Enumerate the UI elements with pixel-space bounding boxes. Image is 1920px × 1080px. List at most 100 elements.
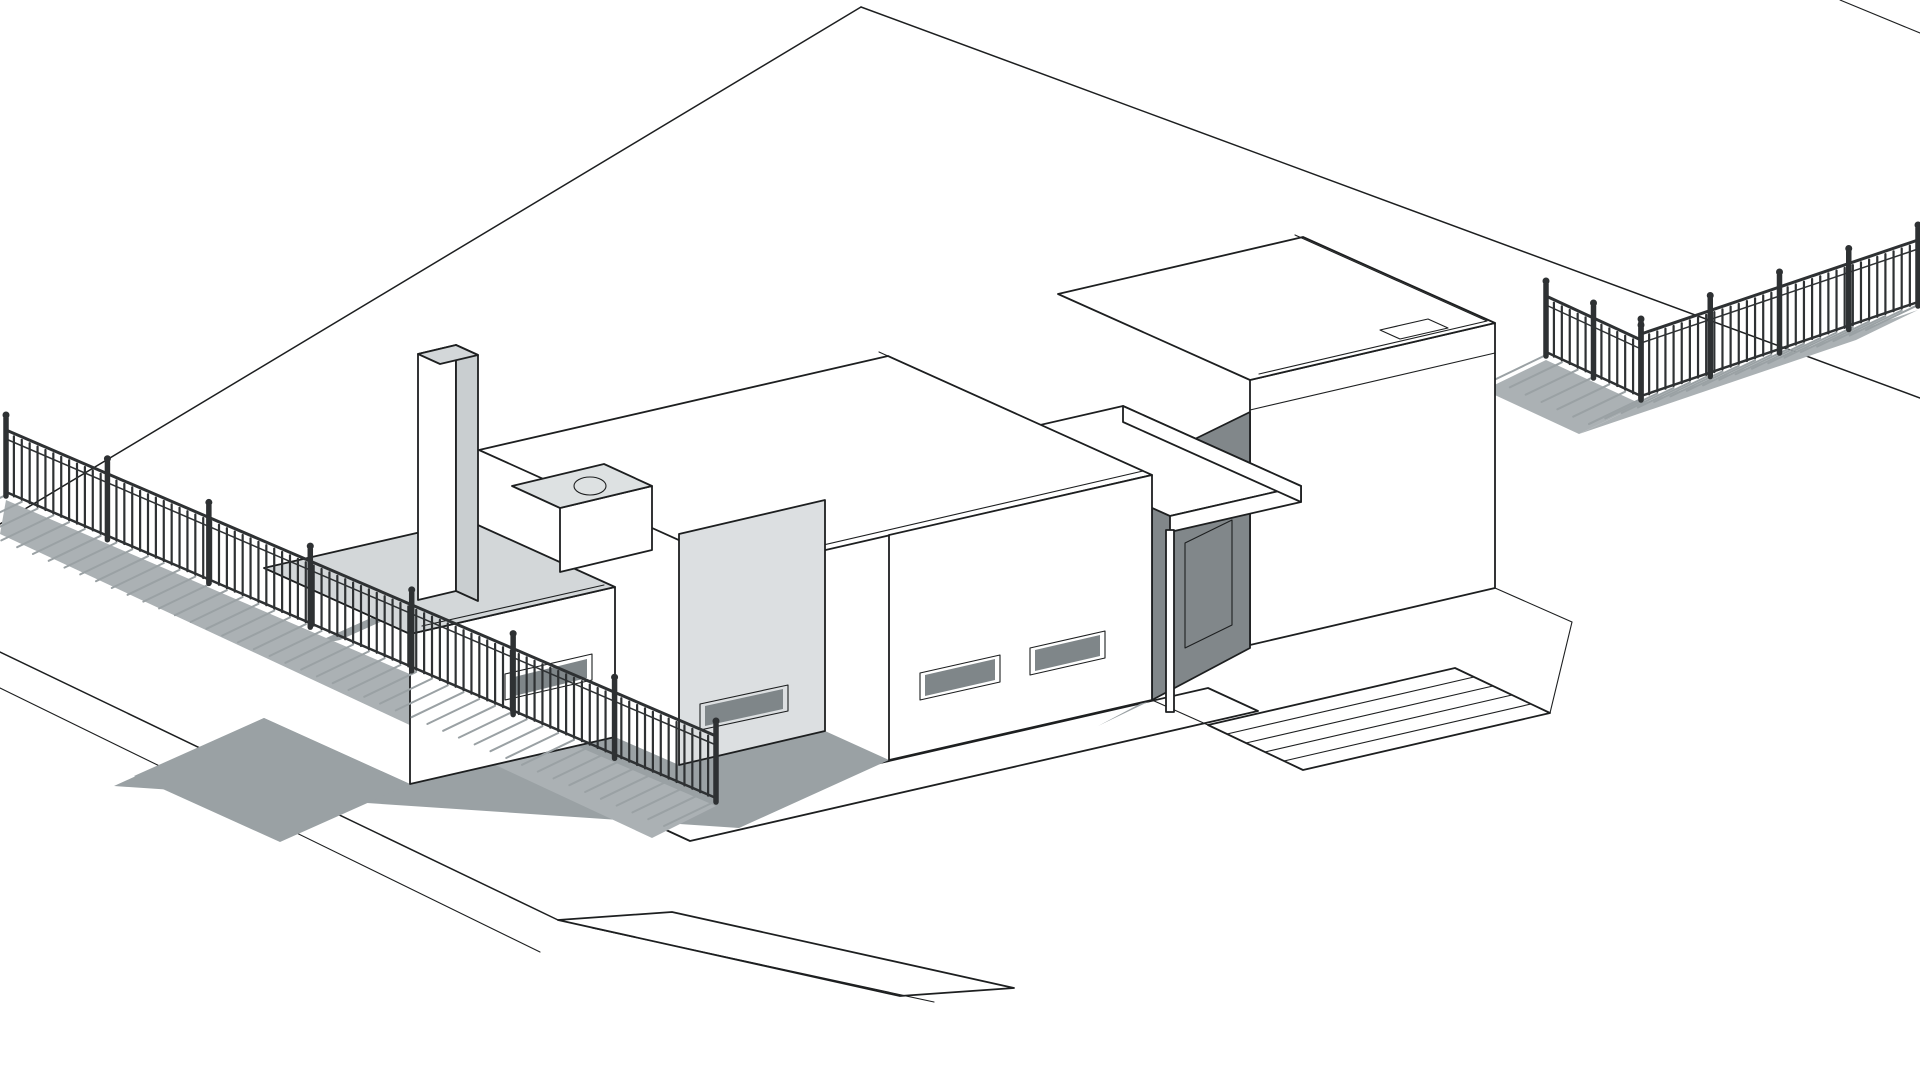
fence-picket-shadow xyxy=(473,718,528,746)
fence-picket-shadow xyxy=(615,779,670,807)
fence-picket-shadow xyxy=(331,657,386,685)
recessed-facade xyxy=(678,499,826,766)
fence-picket-shadow xyxy=(1508,361,1563,389)
fence-picket-shadow xyxy=(158,582,213,610)
right-block xyxy=(1057,234,1496,646)
fence-picket-shadow xyxy=(442,704,497,732)
fence-picket-shadow xyxy=(0,507,39,528)
fence-post-finial xyxy=(103,455,111,463)
fence-picket-shadow xyxy=(599,772,654,800)
fence-picket-shadow xyxy=(252,623,307,651)
fence-picket-shadow xyxy=(237,616,291,644)
fence-picket-shadow xyxy=(363,670,418,698)
fence-post-finial xyxy=(1914,221,1920,229)
round-vent xyxy=(573,476,607,496)
fence-post-finial xyxy=(1776,268,1783,276)
window-3 xyxy=(1029,630,1106,676)
window-glass xyxy=(705,689,783,726)
fence-picket-shadow xyxy=(1865,304,1919,331)
lot-boundary-corner xyxy=(1839,0,1920,34)
fence-picket-shadow xyxy=(1848,309,1903,337)
fence-picket-shadow xyxy=(142,575,197,603)
fence-picket-shadow xyxy=(189,596,244,623)
step-edge xyxy=(1283,703,1532,762)
fence-picket-shadow xyxy=(1799,326,1854,354)
fence-picket-shadow xyxy=(521,738,575,766)
fence-post-finial xyxy=(509,630,517,638)
fence-picket-shadow xyxy=(1524,368,1579,396)
fence-post-finial xyxy=(1542,277,1550,285)
fence-picket-shadow xyxy=(1669,370,1724,398)
fence-picket-shadow xyxy=(505,732,560,759)
fence-picket-shadow xyxy=(31,528,86,555)
window-glass xyxy=(925,659,995,696)
fence-picket-shadow xyxy=(1556,383,1611,411)
fence-picket-shadow xyxy=(457,711,512,739)
step-edge xyxy=(1226,676,1475,735)
fence-picket-shadow xyxy=(552,752,607,780)
fence-picket-shadow xyxy=(0,514,55,542)
fence-picket-shadow xyxy=(63,541,118,569)
sidewalk xyxy=(557,911,1015,997)
entry-steps xyxy=(1207,667,1551,771)
terrace-edge-right-b xyxy=(1549,621,1573,714)
window-frame xyxy=(919,654,1001,701)
fence-picket-shadow xyxy=(379,677,433,705)
chimney-side-face xyxy=(455,344,479,602)
fence-picket-shadow xyxy=(47,534,102,562)
fence-picket-shadow xyxy=(1653,375,1708,403)
fence-picket-shadow xyxy=(1702,359,1757,387)
fence-post-finial xyxy=(712,717,720,725)
main-roof-parapet-inset xyxy=(753,351,1144,562)
entry-door xyxy=(1184,519,1233,649)
window-frame xyxy=(699,684,789,731)
fence-right-shadow-band xyxy=(1484,360,1641,434)
fence-picket-shadow xyxy=(1636,381,1691,409)
chimney-front-face xyxy=(417,344,457,601)
fence-picket-shadow xyxy=(300,643,355,671)
annex-shadow xyxy=(134,718,410,842)
fence-picket-shadow xyxy=(1540,376,1595,403)
fence-top-rail xyxy=(4,428,718,738)
window-glass xyxy=(510,659,587,697)
fence-picket-shadow xyxy=(1620,386,1675,414)
lot-boundary-northwest xyxy=(0,6,862,525)
roof-hatch xyxy=(1379,318,1449,340)
fence-picket-shadow xyxy=(1572,390,1627,418)
lot-boundary-northeast xyxy=(860,6,1920,399)
vent-box-top xyxy=(511,463,653,509)
fence-picket-shadow xyxy=(1718,353,1773,381)
fence-post-finial xyxy=(306,542,314,550)
terrace-edge-right-a xyxy=(1494,587,1573,623)
fence-picket-shadow xyxy=(584,766,639,793)
fence-picket-shadow xyxy=(16,521,71,549)
fence-picket-shadow xyxy=(568,759,623,787)
fence-right xyxy=(1493,221,1920,425)
fence-post-finial xyxy=(1590,299,1597,307)
fence-picket-shadow xyxy=(315,650,370,678)
step-edge xyxy=(1264,694,1513,753)
fence-picket-shadow xyxy=(205,602,260,630)
steps-slab xyxy=(1207,667,1551,771)
window-frame xyxy=(504,653,593,701)
fence-post-finial xyxy=(611,673,619,681)
fence-picket-shadow xyxy=(489,725,544,753)
fence-post-finial xyxy=(205,498,213,506)
terrace-edge-left xyxy=(1151,699,1209,726)
window-2 xyxy=(919,654,1001,701)
fence-picket-shadow xyxy=(426,698,481,725)
window-glass xyxy=(1035,635,1100,671)
step-edge xyxy=(1245,685,1494,744)
sidewalk-joint xyxy=(591,927,935,1003)
entry-canopy xyxy=(991,405,1302,713)
fence-picket-shadow xyxy=(1493,354,1547,381)
canopy-column xyxy=(1165,529,1175,713)
annex-roof-parapet-inset xyxy=(421,584,605,627)
canopy-fascia-right xyxy=(1122,405,1302,503)
fence-picket-shadow xyxy=(1750,342,1805,370)
fence-picket-shadow xyxy=(647,793,702,821)
chimney xyxy=(417,344,479,602)
right-block-parapet-line xyxy=(1249,352,1496,411)
fence-post-finial xyxy=(2,411,10,419)
fence-picket-shadow xyxy=(536,745,591,773)
